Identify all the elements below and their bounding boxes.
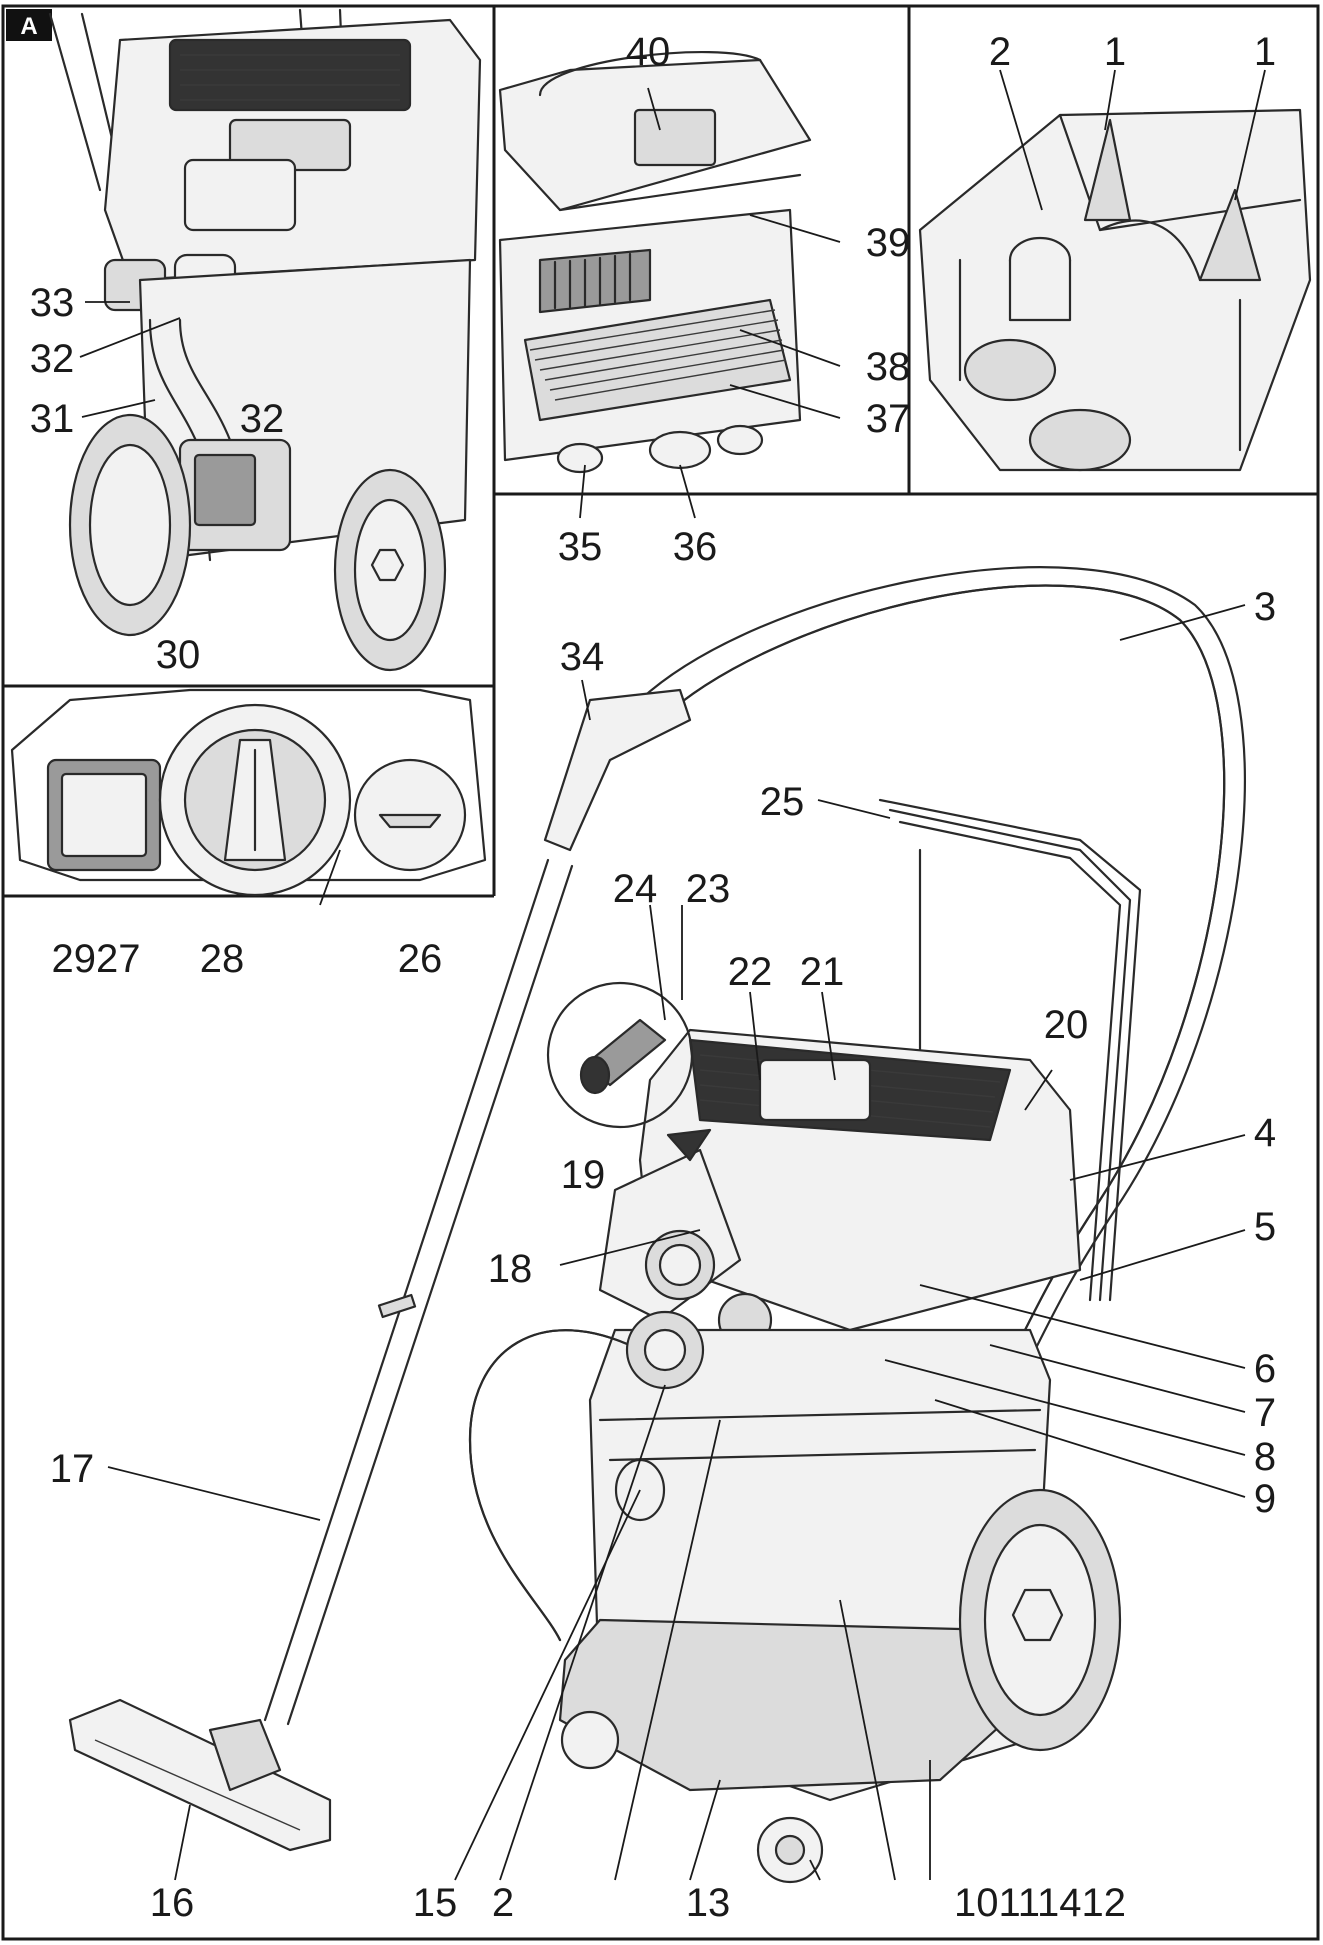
- panel-filter-view: [498, 50, 812, 474]
- callout-23: 23: [686, 867, 731, 911]
- figure-tag-badge: A: [6, 9, 52, 41]
- callout-7: 7: [1254, 1391, 1276, 1435]
- callout-2-bottom: 2: [492, 1881, 514, 1925]
- callout-19: 19: [561, 1153, 606, 1197]
- callout-40: 40: [626, 30, 671, 74]
- callout-36: 36: [673, 525, 718, 569]
- panel-control-knobs: [10, 688, 487, 897]
- callout-38: 38: [866, 345, 911, 389]
- callout-10-11-14-12: 10111412: [954, 1881, 1126, 1925]
- callout-18: 18: [488, 1247, 533, 1291]
- callout-31: 31: [30, 397, 75, 441]
- callout-39: 39: [866, 221, 911, 265]
- callout-25: 25: [760, 780, 805, 824]
- callout-32-left: 32: [30, 337, 75, 381]
- callout-24: 24: [613, 867, 658, 911]
- callout-1-left: 1: [1104, 30, 1126, 74]
- callout-6: 6: [1254, 1347, 1276, 1391]
- callout-22: 22: [728, 950, 773, 994]
- callout-29-27: 2927: [52, 937, 141, 981]
- callout-26: 26: [398, 937, 443, 981]
- callout-28: 28: [200, 937, 245, 981]
- callout-33: 33: [30, 281, 75, 325]
- callout-9: 9: [1254, 1477, 1276, 1521]
- callout-34: 34: [560, 635, 605, 679]
- callout-3: 3: [1254, 585, 1276, 629]
- callout-5: 5: [1254, 1205, 1276, 1249]
- callout-13: 13: [686, 1881, 731, 1925]
- callout-1-right: 1: [1254, 30, 1276, 74]
- callout-37: 37: [866, 397, 911, 441]
- callout-21: 21: [800, 950, 845, 994]
- callout-16: 16: [150, 1881, 195, 1925]
- callout-4: 4: [1254, 1111, 1276, 1155]
- callout-20: 20: [1044, 1003, 1089, 1047]
- callout-8: 8: [1254, 1435, 1276, 1479]
- panel-frames: [1, 4, 1320, 1941]
- callout-30: 30: [156, 633, 201, 677]
- panel-container-interior: [918, 108, 1312, 472]
- figure-tag-label: A: [20, 13, 37, 40]
- panel-rear-view: [48, 8, 482, 672]
- main-vacuum-view: [68, 566, 1246, 1884]
- callout-32-right: 32: [240, 397, 285, 441]
- leader-lines: [79, 69, 1266, 1881]
- callout-17: 17: [50, 1447, 95, 1491]
- callout-15: 15: [413, 1881, 458, 1925]
- callout-labels: 2 1 1 40 39 38 37 35 36 33 32 32 31 30 2…: [30, 30, 1276, 1925]
- callout-2-top: 2: [989, 30, 1011, 74]
- callout-35: 35: [558, 525, 603, 569]
